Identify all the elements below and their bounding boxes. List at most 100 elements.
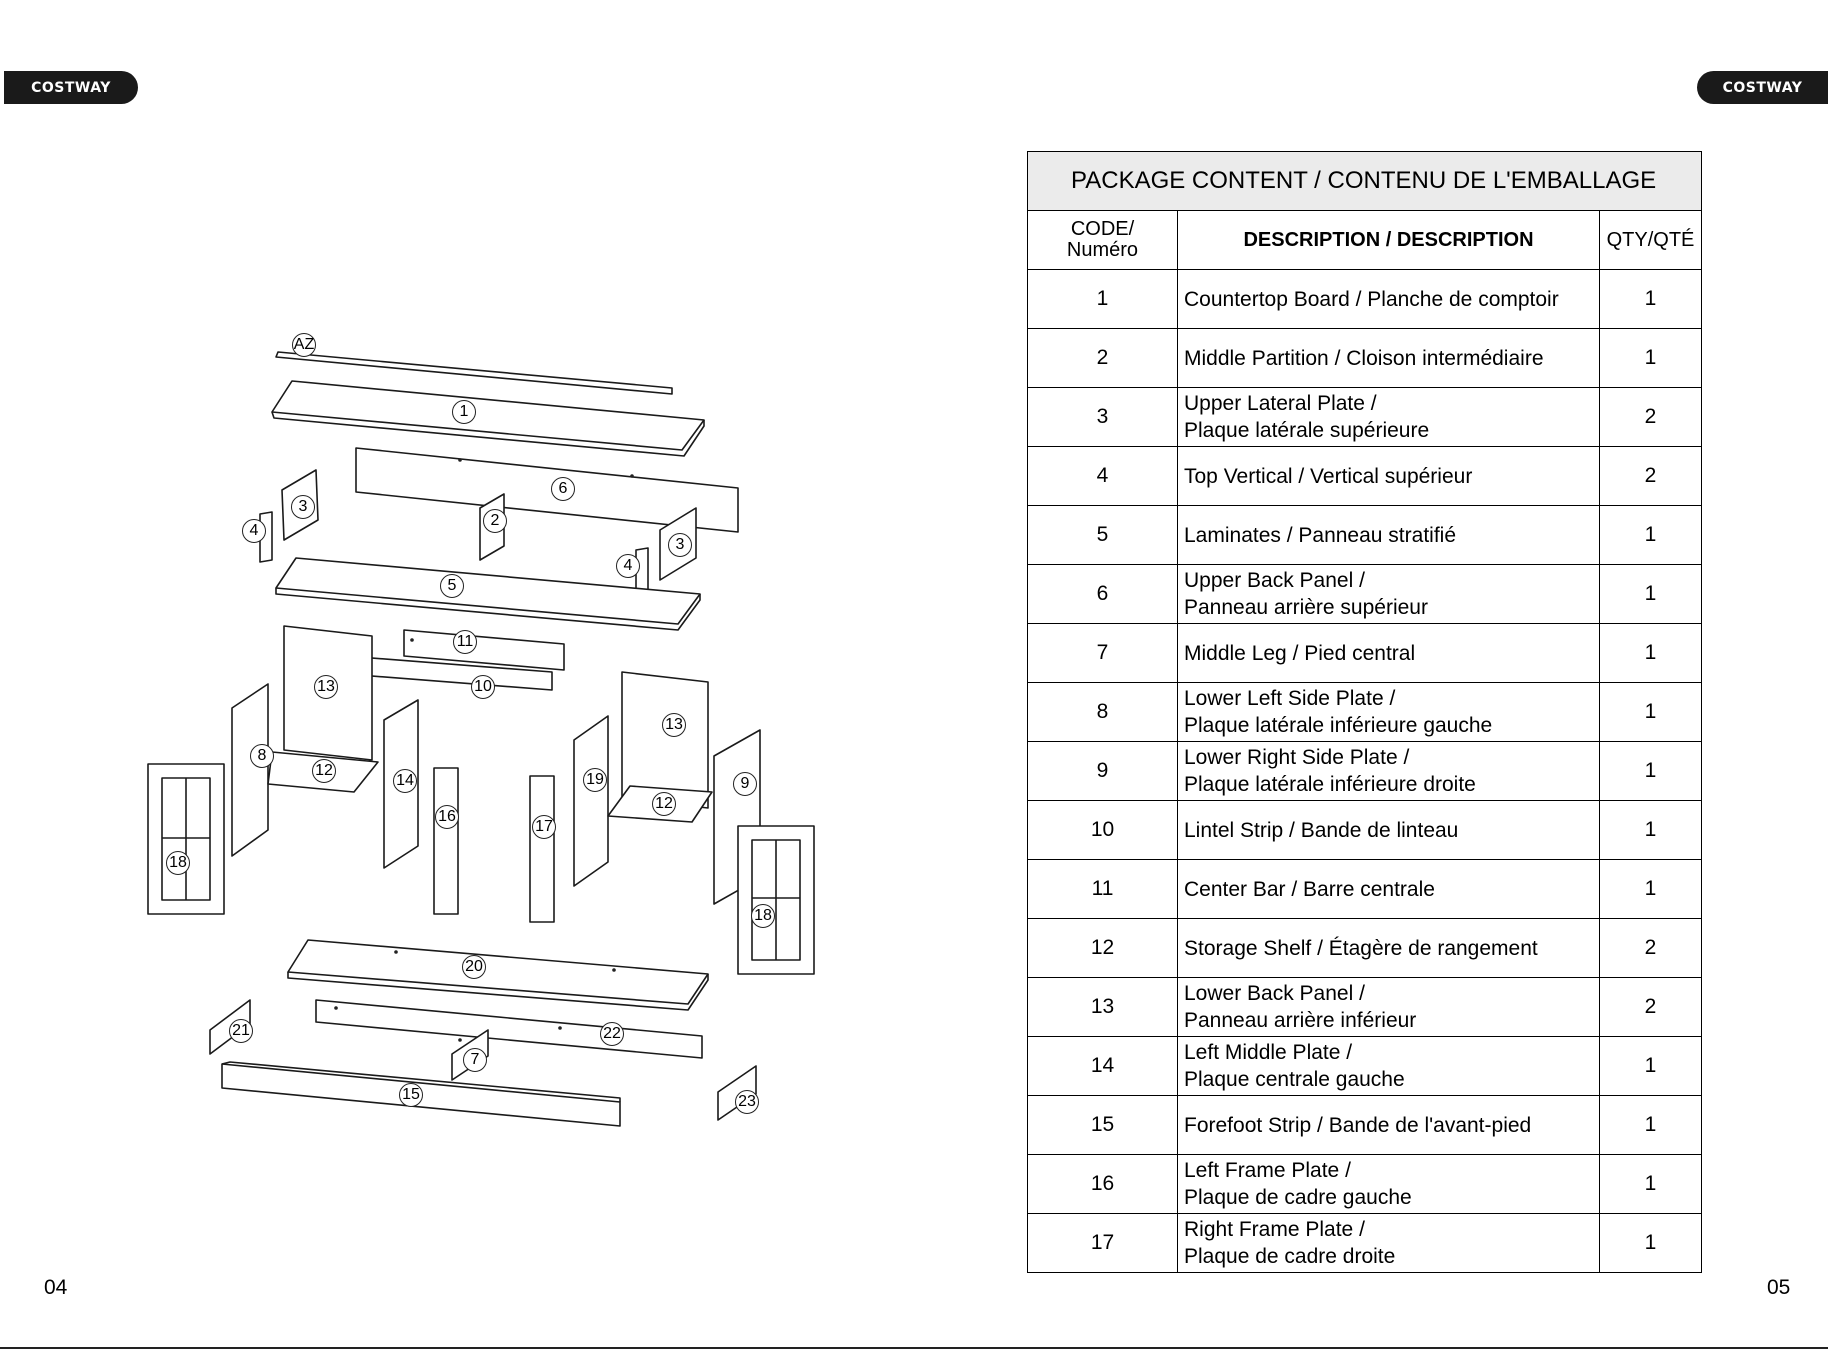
callout-22: 22 bbox=[600, 1022, 624, 1046]
row-description: Left Frame Plate /Plaque de cadre gauche bbox=[1177, 1154, 1600, 1214]
row-code: 14 bbox=[1027, 1036, 1178, 1096]
row-qty: 1 bbox=[1599, 741, 1702, 801]
callout-12-left: 12 bbox=[312, 759, 336, 783]
callout-1: 1 bbox=[452, 400, 476, 424]
row-description-line2: Plaque de cadre droite bbox=[1184, 1245, 1396, 1268]
part-upper-back-panel bbox=[355, 447, 739, 533]
callout-23: 23 bbox=[735, 1090, 759, 1114]
row-description-line1: Top Vertical / Vertical supérieur bbox=[1184, 464, 1473, 488]
row-description: Lower Back Panel / Panneau arrière inféri… bbox=[1177, 977, 1600, 1037]
row-description-line1: Left Frame Plate / bbox=[1184, 1159, 1351, 1182]
callout-az: AZ bbox=[292, 333, 316, 357]
row-code: 2 bbox=[1027, 328, 1178, 388]
header-code-line2: Numéro bbox=[1066, 239, 1139, 261]
row-qty: 1 bbox=[1599, 269, 1702, 329]
row-code: 3 bbox=[1027, 387, 1178, 447]
row-description-line1: Middle Leg / Pied central bbox=[1184, 641, 1416, 665]
callout-11: 11 bbox=[453, 630, 477, 654]
row-description: Forefoot Strip / Bande de l'avant-pied bbox=[1177, 1095, 1600, 1155]
row-code: 13 bbox=[1027, 977, 1178, 1037]
part-center-bar bbox=[403, 629, 565, 671]
row-description-line1: Middle Partition / Cloison intermédiaire bbox=[1184, 346, 1544, 370]
row-code: 6 bbox=[1027, 564, 1178, 624]
header-description: DESCRIPTION / DESCRIPTION bbox=[1177, 210, 1600, 270]
callout-8: 8 bbox=[250, 744, 274, 768]
row-description-line1: Countertop Board / Planche de comptoir bbox=[1184, 287, 1559, 311]
callout-9: 9 bbox=[733, 772, 757, 796]
callout-7: 7 bbox=[463, 1048, 487, 1072]
row-description-line1: Left Middle Plate / bbox=[1184, 1041, 1353, 1064]
brand-logo-right: COSTWAY bbox=[1697, 71, 1828, 104]
row-description: Upper Back Panel /Panneau arrière supéri… bbox=[1177, 564, 1600, 624]
row-code: 15 bbox=[1027, 1095, 1178, 1155]
callout-12-right: 12 bbox=[652, 792, 676, 816]
part-az-rail bbox=[275, 351, 673, 395]
callout-18-right: 18 bbox=[751, 904, 775, 928]
row-qty: 2 bbox=[1599, 977, 1702, 1037]
callout-19: 19 bbox=[583, 768, 607, 792]
row-description-line1: Forefoot Strip / Bande de l'avant-pied bbox=[1184, 1113, 1532, 1137]
table-title: PACKAGE CONTENT / CONTENU DE L'EMBALLAGE bbox=[1027, 151, 1702, 211]
table-row: 14 Left Middle Plate / Plaque centrale gau… bbox=[1027, 1036, 1702, 1096]
bottom-rule bbox=[0, 1347, 1828, 1349]
row-code: 5 bbox=[1027, 505, 1178, 565]
row-qty: 1 bbox=[1599, 328, 1702, 388]
row-description: Middle Leg / Pied central bbox=[1177, 623, 1600, 683]
callout-15: 15 bbox=[399, 1083, 423, 1107]
row-description: Countertop Board / Planche de comptoir bbox=[1177, 269, 1600, 329]
row-description-line2: Plaque centrale gauche bbox=[1184, 1068, 1405, 1091]
part-left-frame-plate bbox=[433, 767, 459, 915]
callout-3-right: 3 bbox=[668, 533, 692, 557]
header-qty: QTY/QTÉ bbox=[1599, 210, 1702, 270]
header-code-line1: CODE/ bbox=[1070, 218, 1135, 240]
row-description-line2: Plaque latérale inférieure gauche bbox=[1184, 714, 1493, 737]
callout-18-left: 18 bbox=[166, 851, 190, 875]
row-description-line1: Center Bar / Barre centrale bbox=[1184, 877, 1435, 901]
page-number-right: 05 bbox=[1767, 1276, 1791, 1299]
row-code: 11 bbox=[1027, 859, 1178, 919]
part-19-plate bbox=[573, 715, 609, 887]
assembly-diagram: AZ 1 6 3 2 4 3 4 5 11 10 13 13 8 12 14 1… bbox=[147, 333, 815, 1127]
row-description-line2: Panneau arrière supérieur bbox=[1184, 596, 1428, 619]
part-lower-back-panel-right bbox=[621, 671, 709, 809]
row-qty: 2 bbox=[1599, 387, 1702, 447]
part-laminate bbox=[275, 557, 701, 625]
row-description: Right Frame Plate /Plaque de cadre droit… bbox=[1177, 1213, 1600, 1273]
row-description: Upper Lateral Plate /Plaque latérale sup… bbox=[1177, 387, 1600, 447]
row-description-line1: Lower Back Panel / bbox=[1184, 982, 1365, 1005]
row-qty: 2 bbox=[1599, 918, 1702, 978]
row-description-line1: Lintel Strip / Bande de linteau bbox=[1184, 818, 1459, 842]
row-description-line1: Upper Lateral Plate / bbox=[1184, 392, 1377, 415]
part-countertop-board bbox=[271, 380, 705, 451]
row-code: 1 bbox=[1027, 269, 1178, 329]
row-description: Storage Shelf / Étagère de rangement bbox=[1177, 918, 1600, 978]
header-code: CODE/ Numéro bbox=[1027, 210, 1178, 270]
callout-4-right: 4 bbox=[616, 554, 640, 578]
row-description-line1: Storage Shelf / Étagère de rangement bbox=[1184, 936, 1538, 960]
row-description: Center Bar / Barre centrale bbox=[1177, 859, 1600, 919]
part-22-strip bbox=[315, 999, 703, 1059]
table-row: 13 Lower Back Panel / Panneau arrière infé… bbox=[1027, 977, 1702, 1037]
row-code: 4 bbox=[1027, 446, 1178, 506]
callout-13-left: 13 bbox=[314, 675, 338, 699]
row-description-line2: Panneau arrière inférieur bbox=[1184, 1009, 1417, 1032]
row-qty: 1 bbox=[1599, 1095, 1702, 1155]
callout-20: 20 bbox=[462, 955, 486, 979]
row-description: Laminates / Panneau stratifié bbox=[1177, 505, 1600, 565]
row-description-line2: Plaque latérale inférieure droite bbox=[1184, 773, 1476, 796]
row-qty: 1 bbox=[1599, 859, 1702, 919]
callout-17: 17 bbox=[532, 815, 556, 839]
row-qty: 1 bbox=[1599, 1154, 1702, 1214]
callout-2: 2 bbox=[483, 509, 507, 533]
row-qty: 2 bbox=[1599, 446, 1702, 506]
part-right-frame-plate bbox=[529, 775, 555, 923]
row-description-line1: Lower Left Side Plate / bbox=[1184, 687, 1396, 710]
row-description-line1: Lower Right Side Plate / bbox=[1184, 746, 1410, 769]
